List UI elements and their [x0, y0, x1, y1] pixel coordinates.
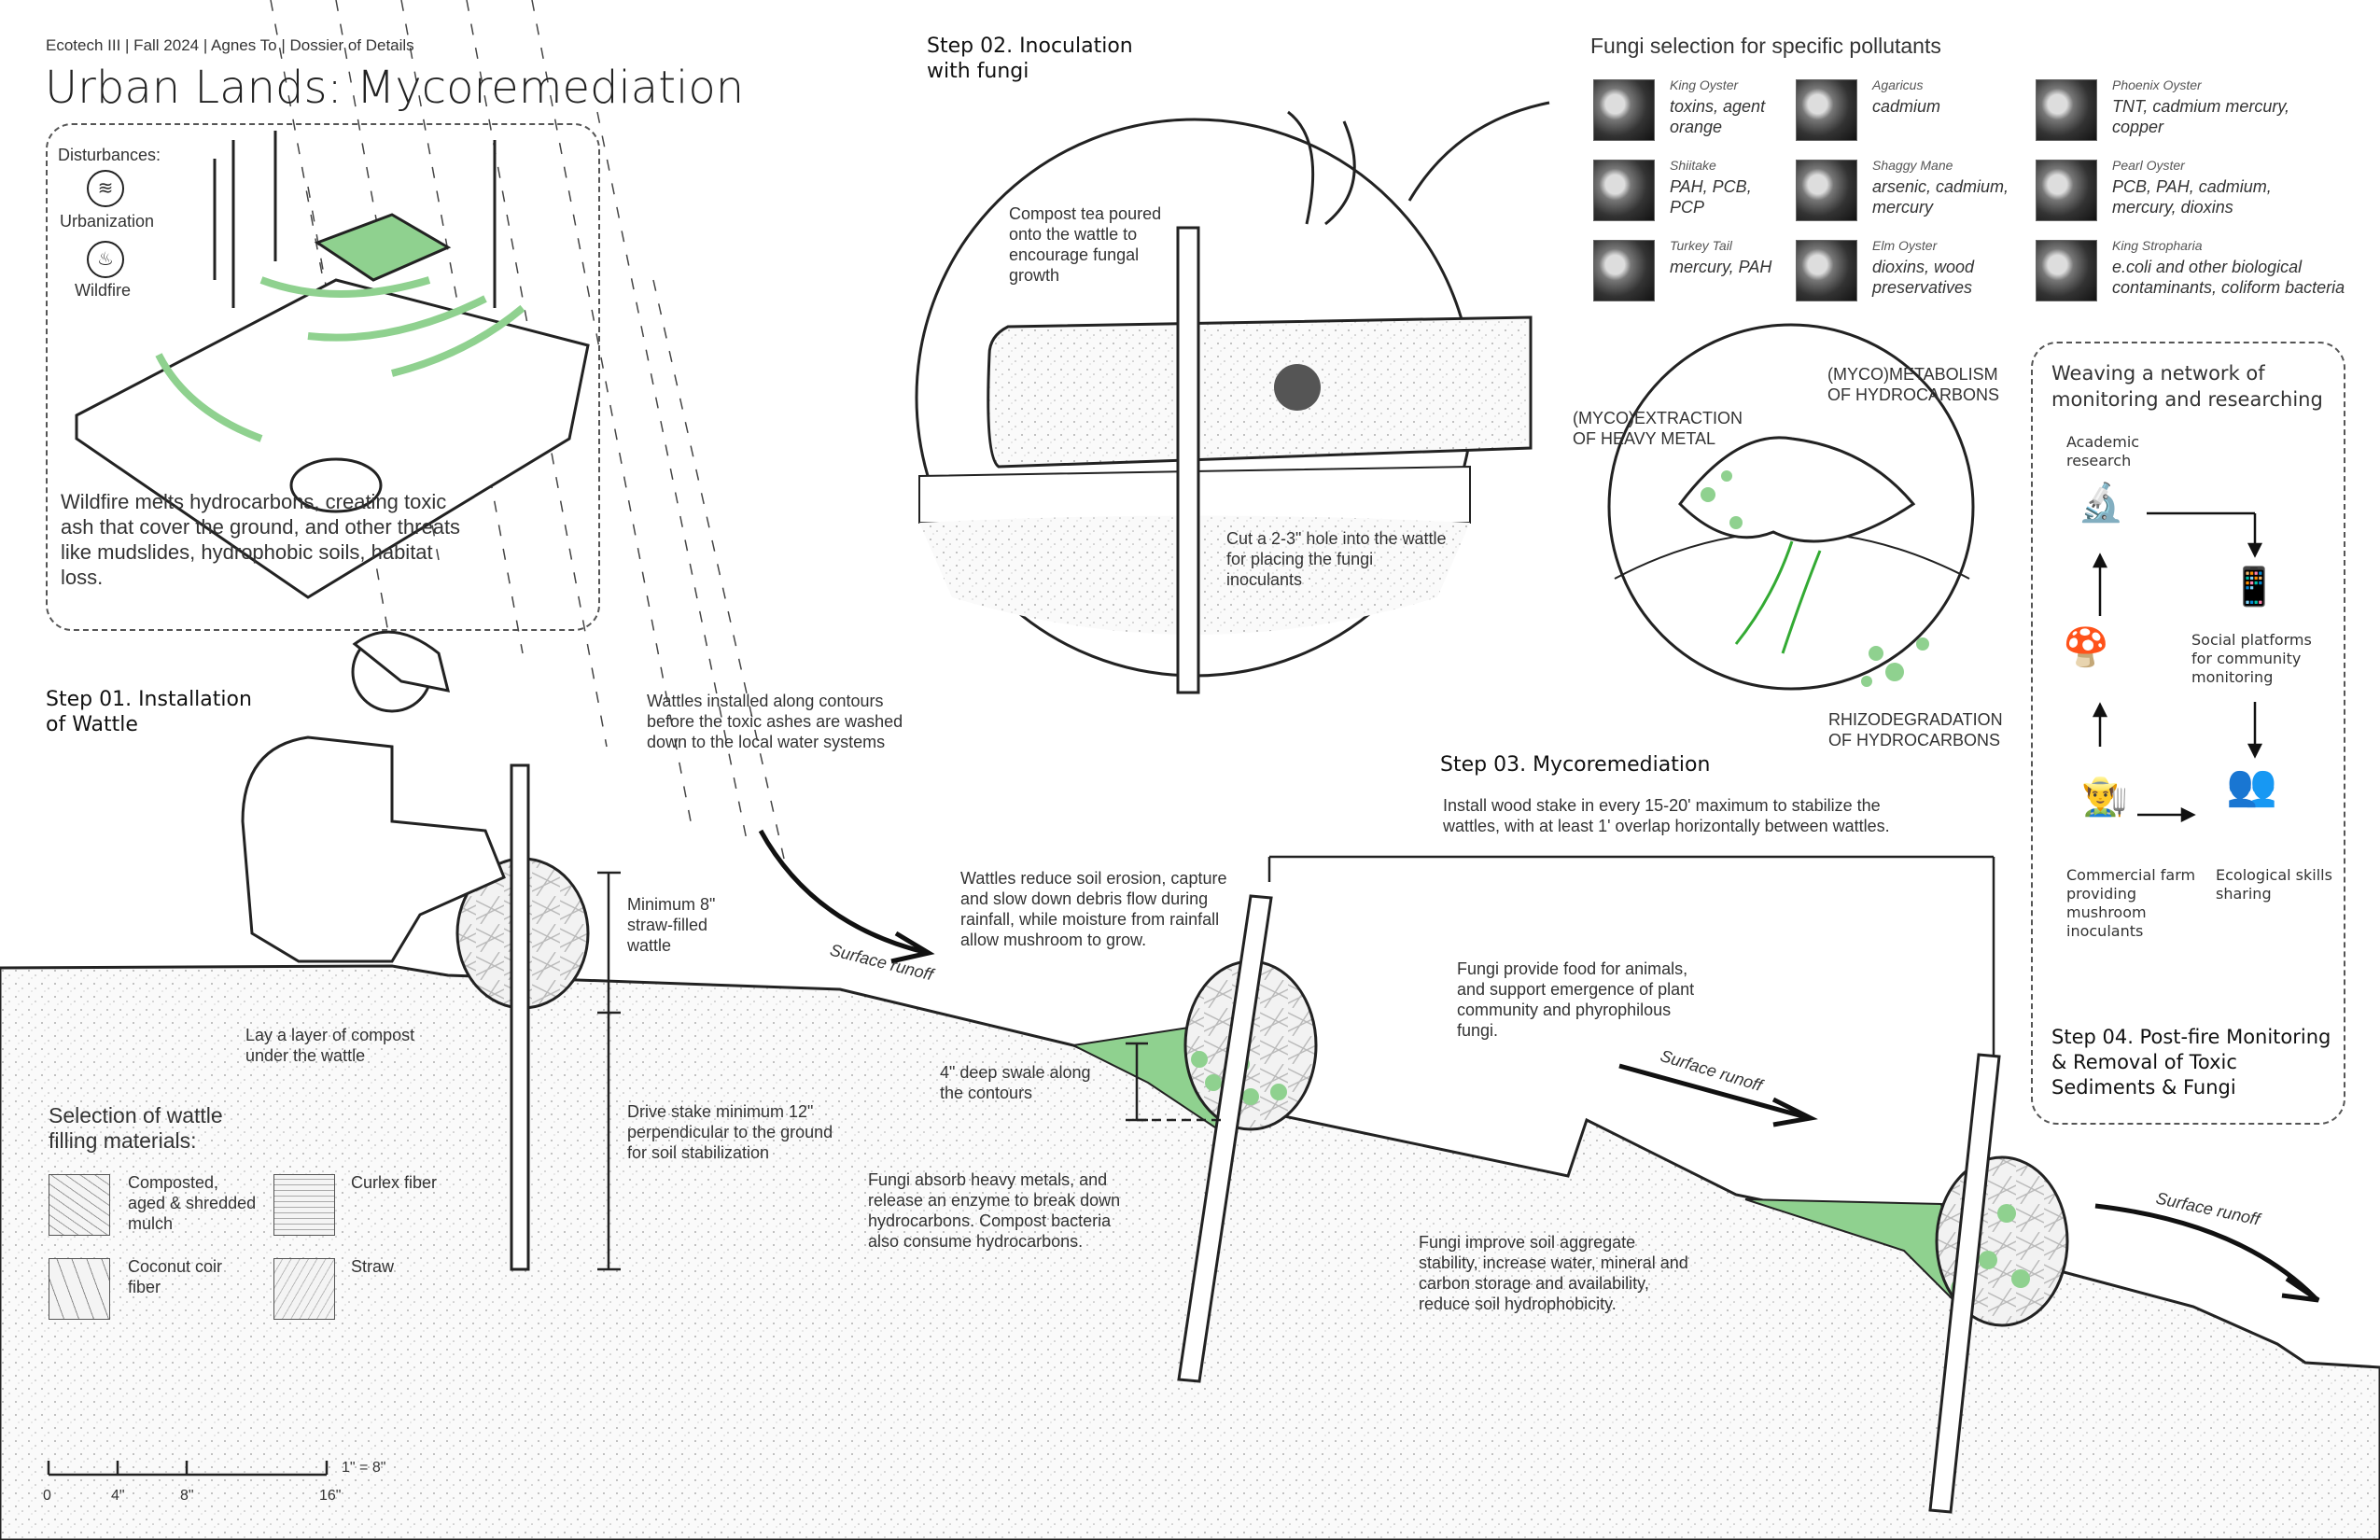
fungus-pollutants: mercury, PAH	[1670, 258, 1772, 276]
fungus-item: Turkey Tail mercury, PAH	[1593, 238, 1827, 315]
urbanization-icon: ≋	[87, 170, 124, 207]
disturbance-description: Wildfire melts hydrocarbons, creating to…	[61, 490, 461, 589]
material-label: Composted, aged & shredded mulch	[128, 1173, 257, 1233]
fungus-name: Pearl Oyster	[2112, 158, 2185, 173]
fungus-name: King Oyster	[1670, 77, 1739, 92]
fungus-photo	[2036, 160, 2097, 221]
fungus-item: Agaricus cadmium	[1796, 77, 2029, 154]
curlex-swatch	[273, 1174, 335, 1236]
straw-swatch	[273, 1258, 335, 1320]
fungus-name: Elm Oyster	[1872, 238, 1938, 253]
social-media-icon: 📱	[2231, 567, 2277, 608]
header-meta: Ecotech III | Fall 2024 | Agnes To | Dos…	[46, 36, 414, 54]
scale-tick: 8"	[180, 1488, 194, 1504]
material-label: Coconut coir fiber	[128, 1257, 223, 1296]
material-label: Curlex fiber	[351, 1173, 438, 1192]
swale-note: 4" deep swale along the contours	[940, 1063, 1091, 1102]
fungus-pollutants: PCB, PAH, cadmium, mercury, dioxins	[2112, 177, 2272, 217]
fungus-name: Phoenix Oyster	[2112, 77, 2202, 92]
metabolism-label: (MYCO)METABOLISM OF HYDROCARBONS	[1827, 365, 2000, 404]
fungus-name: Shaggy Mane	[1872, 158, 1953, 173]
stake	[1177, 894, 1273, 1383]
fungi-title: Fungi selection for specific pollutants	[1590, 34, 1941, 58]
coir-swatch	[49, 1258, 110, 1320]
fungus-photo	[2036, 79, 2097, 141]
fungus-photo	[2036, 240, 2097, 301]
fungi-absorb-note: Fungi absorb heavy metals, and release a…	[868, 1170, 1121, 1251]
rhizodegradation-label: RHIZODEGRADATION OF HYDROCARBONS	[1828, 710, 2003, 749]
fungus-pollutants: e.coli and other biological contaminants…	[2112, 258, 2345, 297]
scale-tick: 4"	[111, 1488, 125, 1504]
social-label: Social platforms for community monitorin…	[2191, 631, 2312, 686]
mushroom-icon: 🍄	[2063, 627, 2109, 668]
disturbances-label: Disturbances:	[58, 146, 161, 164]
fungi-soil-note: Fungi improve soil aggregate stability, …	[1419, 1233, 1688, 1313]
urbanization-label: Urbanization	[60, 212, 155, 231]
fungus-photo	[1796, 240, 1857, 301]
academic-label: Academic research	[2066, 433, 2140, 469]
fungus-photo	[1796, 79, 1857, 141]
fungus-pollutants: PAH, PCB, PCP	[1670, 177, 1752, 217]
fungi-food-note: Fungi provide food for animals, and supp…	[1457, 959, 1695, 1040]
extraction-label: (MYCO)EXTRACTION OF HEAVY METAL	[1573, 409, 1743, 448]
fungus-pollutants: cadmium	[1872, 97, 1941, 116]
fungus-item: King Stropharia e.coli and other biologic…	[2036, 238, 2345, 315]
network-box	[2031, 342, 2345, 1125]
worker-figure	[241, 630, 506, 963]
scale-ratio: 1" = 8"	[342, 1460, 386, 1476]
wildfire-icon: ♨	[87, 241, 124, 278]
wood-stake-note: Install wood stake in every 15-20' maxim…	[1443, 796, 1890, 835]
scale-tick: 0	[43, 1488, 51, 1504]
fungus-pollutants: arsenic, cadmium, mercury	[1872, 177, 2009, 217]
step01-title: Step 01. Installation of Wattle	[46, 688, 252, 736]
wattles-reduce-note: Wattles reduce soil erosion, capture and…	[960, 869, 1227, 949]
mulch-swatch	[49, 1174, 110, 1236]
hillside-isometric	[75, 278, 590, 599]
drive-stake-note: Drive stake minimum 12" perpendicular to…	[627, 1102, 833, 1162]
fungus-item: Shaggy Mane arsenic, cadmium, mercury	[1796, 158, 2029, 234]
microscope-icon: 🔬	[2078, 483, 2124, 524]
farmer-icon: 👨‍🌾	[2081, 777, 2128, 818]
fungus-photo	[1593, 240, 1655, 301]
fungus-pollutants: toxins, agent orange	[1670, 97, 1766, 136]
step02-title: Step 02. Inoculation with fungi	[927, 35, 1133, 83]
fungus-pollutants: dioxins, wood preservatives	[1872, 258, 1975, 297]
fungus-name: Shiitake	[1670, 158, 1716, 173]
stake	[1928, 1053, 2001, 1514]
fungus-name: King Stropharia	[2112, 238, 2203, 253]
fungus-item: King Oyster toxins, agent orange	[1593, 77, 1827, 154]
cut-hole-note: Cut a 2-3" hole into the wattle for plac…	[1226, 529, 1447, 589]
minimum-wattle-note: Minimum 8" straw-filled wattle	[627, 895, 716, 955]
step04-title: Step 04. Post-fire Monitoring & Removal …	[2051, 1026, 2331, 1099]
stake	[510, 763, 530, 1271]
fungus-name: Turkey Tail	[1670, 238, 1732, 253]
step03-title: Step 03. Mycoremediation	[1440, 753, 1711, 777]
material-label: Straw	[351, 1257, 395, 1276]
fungus-pollutants: TNT, cadmium mercury, copper	[2112, 97, 2290, 136]
network-title: Weaving a network of monitoring and rese…	[2051, 362, 2323, 411]
fungus-photo	[1593, 160, 1655, 221]
page-title: Urban Lands: Mycoremediation	[45, 62, 745, 114]
commercial-label: Commercial farm providing mushroom inocu…	[2066, 866, 2196, 940]
ecological-label: Ecological skills sharing	[2216, 866, 2332, 903]
compost-tea-note: Compost tea poured onto the wattle to en…	[1009, 204, 1162, 285]
compost-layer-note: Lay a layer of compost under the wattle	[245, 1026, 415, 1065]
fungus-photo	[1593, 79, 1655, 141]
materials-title: Selection of wattle filling materials:	[49, 1103, 223, 1153]
disturbance-box	[46, 123, 600, 631]
fungus-item: Elm Oyster dioxins, wood preservatives	[1796, 238, 2029, 315]
fungus-name: Agaricus	[1872, 77, 1924, 92]
wildfire-label: Wildfire	[75, 281, 132, 300]
scale-tick: 16"	[319, 1488, 342, 1504]
wattles-installed-note: Wattles installed along contours before …	[647, 692, 903, 751]
scale-bar	[47, 1461, 329, 1477]
fungus-photo	[1796, 160, 1857, 221]
skills-sharing-icon: 👥	[2226, 763, 2277, 808]
